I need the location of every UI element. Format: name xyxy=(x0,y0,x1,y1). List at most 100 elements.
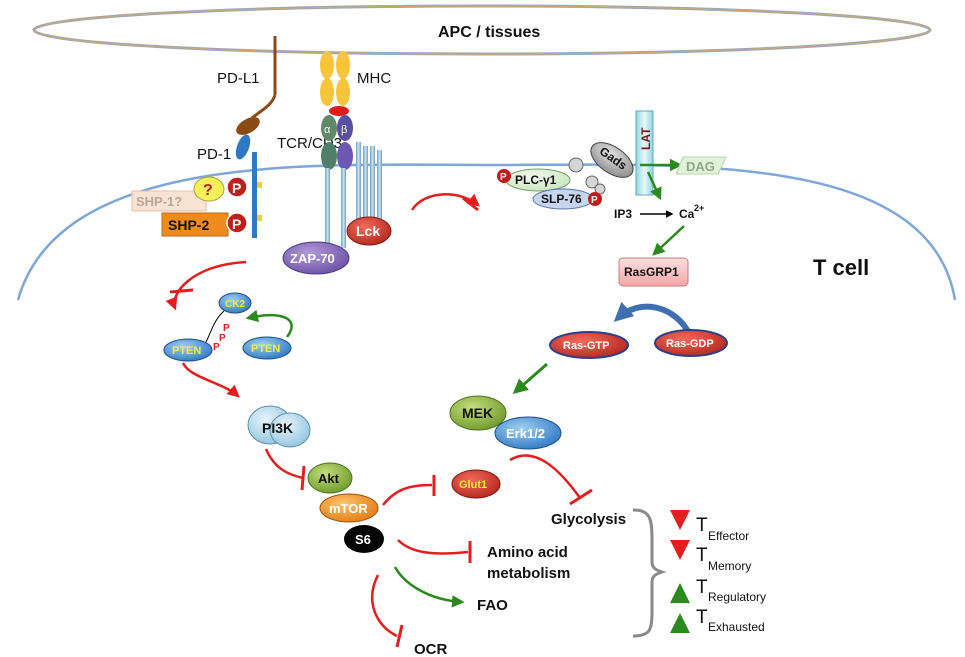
pten-to-pi3k-arrow xyxy=(181,362,240,398)
adaptor-dot-3 xyxy=(594,183,606,195)
shp2-label: SHP-2 xyxy=(168,217,209,233)
lat-label: LAT xyxy=(639,127,653,150)
svg-text:P: P xyxy=(591,195,598,206)
svg-text:T: T xyxy=(696,515,708,536)
tcr-alpha-label: α xyxy=(324,124,331,136)
amino-acid-label: Amino acid xyxy=(487,544,568,561)
glut1-label: Glut1 xyxy=(459,479,487,491)
gads-node xyxy=(590,142,634,178)
mtor-label: mTOR xyxy=(329,501,368,516)
dag-node xyxy=(675,156,727,175)
tcr-complex xyxy=(321,115,382,248)
mtor-inhibit-glut1 xyxy=(382,483,433,506)
pten-phospho-2: P xyxy=(219,333,226,344)
dag-label: DAG xyxy=(686,159,715,174)
lck-label: Lck xyxy=(356,223,380,239)
s6-inhibit-amino xyxy=(397,539,469,555)
pi3k-inhibit-bar xyxy=(300,465,306,491)
rasgrp1-label: RasGRP1 xyxy=(624,265,679,279)
rasgdp-node xyxy=(654,329,728,357)
s6-inhibit-ocr-bar xyxy=(395,624,404,648)
pi3k-label: PI3K xyxy=(262,420,293,436)
mek-label: MEK xyxy=(462,405,493,421)
akt-node xyxy=(307,462,353,494)
mhc-label: MHC xyxy=(357,70,391,87)
pd1-receptor xyxy=(235,134,262,238)
svg-text:P: P xyxy=(232,180,241,196)
pdl1-label: PD-L1 xyxy=(217,70,260,87)
pten-phospho-1: P xyxy=(223,323,230,334)
pd1-label: PD-1 xyxy=(197,146,231,163)
svg-text:T: T xyxy=(696,577,708,598)
s6-activate-fao xyxy=(393,566,465,608)
slp76-label: SLP-76 xyxy=(541,192,582,206)
s6-node xyxy=(344,525,384,553)
amino-metabolism-label: metabolism xyxy=(487,565,570,582)
ocr-label: OCR xyxy=(414,641,448,657)
zap70-label: ZAP-70 xyxy=(290,251,335,266)
rasgrp1-box xyxy=(618,257,689,287)
pten-phospho-node xyxy=(163,338,213,362)
pten-phospho-3: P xyxy=(213,342,220,353)
apc-membrane xyxy=(32,4,932,56)
s6-inhibit-ocr xyxy=(371,574,398,638)
pten-phospho-label: PTEN xyxy=(172,345,201,357)
svg-text:Exhausted: Exhausted xyxy=(708,620,765,634)
tcell-subset-exhausted: T Exhausted xyxy=(670,607,765,634)
erk-inhibit-bar xyxy=(569,488,593,506)
pd1-phospho-1: P xyxy=(226,176,248,198)
pten-recycle-arrow xyxy=(245,309,293,338)
rasgtp-label: Ras-GTP xyxy=(563,340,609,352)
svg-text:T: T xyxy=(696,545,708,566)
pd1-inhibit-curve xyxy=(165,260,247,311)
pdl1-ligand xyxy=(236,36,277,135)
pi3k-node-right xyxy=(269,412,311,448)
tcell-subset-effector: T Effector xyxy=(670,510,749,543)
zap70-node xyxy=(282,241,350,275)
rasgdp-label: Ras-GDP xyxy=(666,338,714,350)
svg-text:P: P xyxy=(500,172,507,183)
svg-text:Regulatory: Regulatory xyxy=(708,590,766,604)
svg-text:T: T xyxy=(696,607,708,628)
svg-text:P: P xyxy=(232,216,241,232)
lat-down-arrow xyxy=(646,171,662,201)
ck2-label: CK2 xyxy=(225,299,245,310)
glycolysis-label: Glycolysis xyxy=(551,511,626,528)
s6-label: S6 xyxy=(355,532,371,547)
pten-label: PTEN xyxy=(251,343,280,355)
ca-to-rasgrp-arrow xyxy=(652,225,685,256)
svg-text:Memory: Memory xyxy=(708,559,751,573)
adaptor-dot-2 xyxy=(585,175,599,189)
outcome-bracket xyxy=(632,508,667,638)
plc-phospho: P xyxy=(497,169,511,183)
ca-charge: 2+ xyxy=(694,203,704,213)
tcell-subset-regulatory: T Regulatory xyxy=(670,577,766,604)
pten-node xyxy=(242,336,292,360)
akt-label: Akt xyxy=(318,471,340,486)
erk-inhibit-glycolysis xyxy=(509,454,582,499)
unknown-phosphatase xyxy=(193,176,225,202)
glut1-node xyxy=(451,469,501,499)
slp76-phospho: P xyxy=(588,192,602,206)
tcr-inhibit-bar xyxy=(462,196,479,212)
ca-label: Ca xyxy=(679,207,695,221)
tcell-membrane xyxy=(16,163,957,301)
pi3k-inhibit-akt xyxy=(264,448,304,480)
apc-label: APC / tissues xyxy=(438,24,540,41)
tcr-beta-label: β xyxy=(341,124,347,136)
mek-node xyxy=(449,395,507,431)
tcr-inhibit-curve xyxy=(410,193,480,211)
ck2-phospho-link xyxy=(205,310,225,343)
tcell-subset-memory: T Memory xyxy=(670,540,751,573)
ras-to-mek-arrow xyxy=(512,362,548,394)
erk-node xyxy=(494,416,562,450)
mtor-node xyxy=(319,493,379,523)
plc-label: PLC-γ1 xyxy=(515,173,557,187)
tcell-label: T cell xyxy=(813,255,869,280)
mhc-complex xyxy=(320,51,350,116)
ip3-label: IP3 xyxy=(614,207,632,221)
lck-node xyxy=(346,216,392,246)
lat-bar xyxy=(635,110,654,196)
ck2-node xyxy=(218,292,252,314)
